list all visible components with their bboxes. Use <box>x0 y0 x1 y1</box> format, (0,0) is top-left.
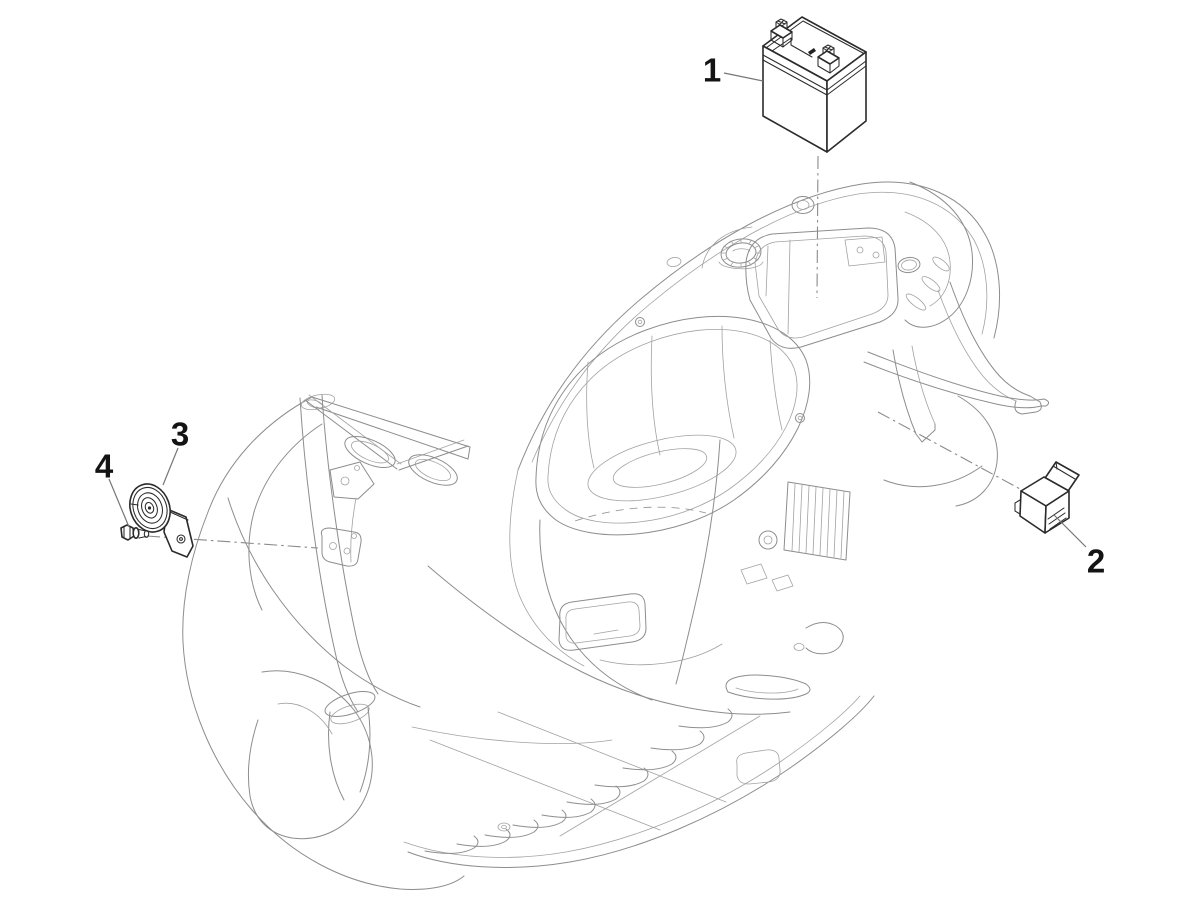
horn-part[interactable] <box>123 478 194 558</box>
relay-centerline <box>877 411 1034 497</box>
callout-relay[interactable]: 2 <box>1086 542 1106 580</box>
battery-centerline <box>816 155 819 299</box>
callout-leader-lines <box>108 72 1087 548</box>
battery-part[interactable] <box>762 16 867 153</box>
relay-part[interactable] <box>1014 461 1080 534</box>
leader-4 <box>108 478 130 528</box>
leader-3 <box>162 447 179 486</box>
leader-1 <box>723 72 764 82</box>
leader-2 <box>1053 514 1087 548</box>
scooter-body <box>182 181 1050 890</box>
callout-screw[interactable]: 4 <box>94 447 114 485</box>
callout-horn[interactable]: 3 <box>170 415 190 453</box>
bolt-part[interactable] <box>120 524 150 541</box>
assembly-centerlines <box>146 155 1034 549</box>
callout-battery[interactable]: 1 <box>702 51 722 89</box>
battery-terminal-mark <box>808 48 816 55</box>
